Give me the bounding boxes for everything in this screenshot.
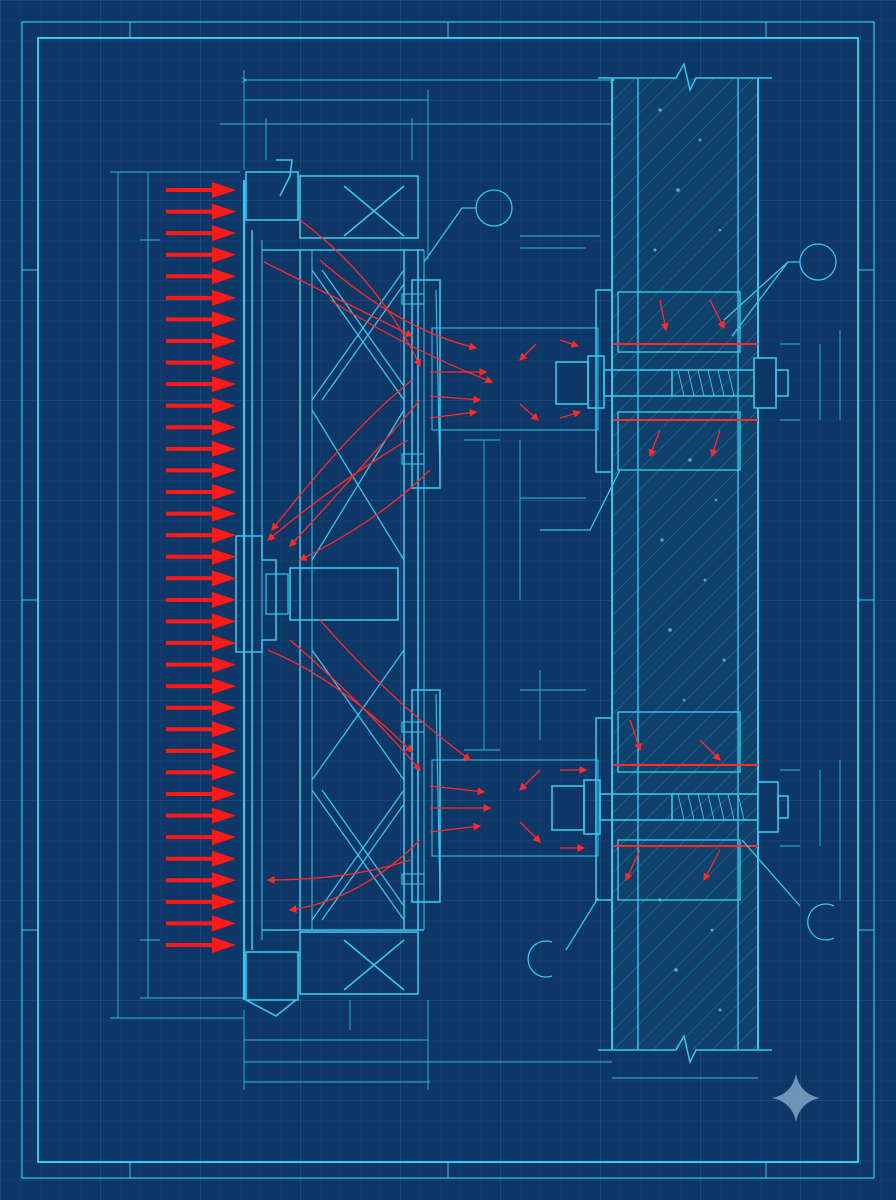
wind-load-arrow xyxy=(166,354,236,371)
wind-load-arrow xyxy=(166,289,236,306)
wind-load-arrow xyxy=(166,548,236,565)
wind-load-arrow xyxy=(166,742,236,759)
break-line-bottom xyxy=(598,1033,772,1065)
wind-load-arrow xyxy=(166,419,236,436)
wind-load-arrow xyxy=(166,570,236,587)
wind-load-arrow xyxy=(166,872,236,889)
wind-load-arrow xyxy=(166,333,236,349)
lower-anchor-bolt xyxy=(431,717,789,901)
wind-load-arrow xyxy=(166,937,236,953)
wind-load-arrow xyxy=(166,591,236,608)
wind-load-arrow xyxy=(166,440,236,457)
wind-load-arrow xyxy=(166,311,236,328)
wind-load-arrow xyxy=(166,786,236,802)
sheet-border xyxy=(21,21,875,1179)
wind-load-arrow xyxy=(166,807,236,824)
wind-load-arrows xyxy=(166,182,236,953)
wind-load-arrow xyxy=(166,678,236,695)
wind-load-arrow xyxy=(166,915,236,932)
callout-lower-wall xyxy=(741,839,835,941)
concrete-wall xyxy=(598,61,772,1065)
wind-load-arrow xyxy=(166,721,236,738)
dimension-lines xyxy=(110,70,841,1090)
callout-top-frame xyxy=(423,189,513,263)
wind-load-arrow xyxy=(166,397,236,414)
wind-load-arrow xyxy=(166,484,236,500)
wind-load-arrow xyxy=(166,527,236,544)
wind-load-arrow xyxy=(166,462,236,479)
load-path-arrows xyxy=(263,219,725,913)
wind-load-arrow xyxy=(166,376,236,393)
wind-load-arrow xyxy=(166,505,236,522)
wind-load-arrow xyxy=(166,246,236,263)
wind-load-arrow xyxy=(166,613,236,630)
sparkle-icon xyxy=(772,1074,820,1122)
wind-load-arrow xyxy=(166,268,236,285)
wind-load-arrow xyxy=(166,699,236,716)
break-line-top xyxy=(598,61,772,93)
wind-load-arrow xyxy=(166,225,236,242)
wind-load-arrow xyxy=(166,635,236,651)
wind-load-arrow xyxy=(166,850,236,867)
wind-load-arrow xyxy=(166,893,236,910)
upper-anchor-bolt xyxy=(431,289,789,473)
wind-load-arrow xyxy=(166,829,236,846)
wind-load-arrow xyxy=(166,182,236,198)
wind-load-arrow xyxy=(166,764,236,781)
callout-base-plate xyxy=(527,469,621,978)
wind-load-arrow xyxy=(166,656,236,673)
callout-upper-wall xyxy=(723,243,837,337)
wind-load-arrow xyxy=(166,203,236,220)
curtain-wall-frame xyxy=(235,159,441,1017)
